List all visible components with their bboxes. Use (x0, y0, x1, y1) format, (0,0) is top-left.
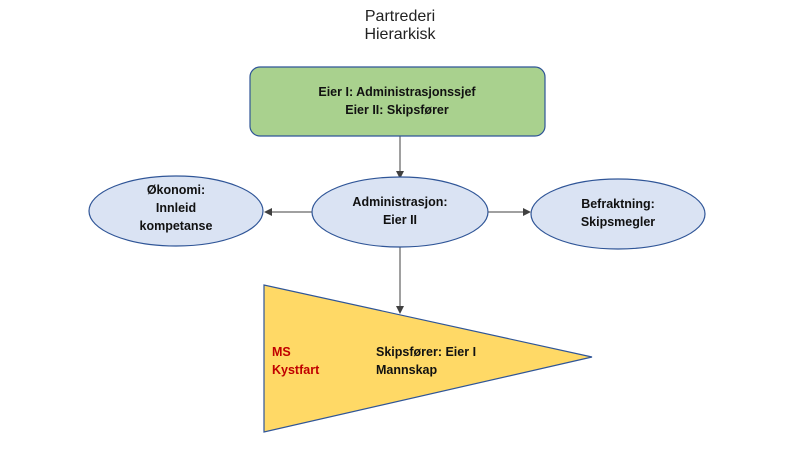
ship-triangle: MS Kystfart Skipsfører: Eier I Mannskap (263, 284, 593, 433)
ship-crew-line-1: Skipsfører: Eier I (376, 345, 476, 359)
administration-line-2: Eier II (383, 213, 417, 227)
owners-box: Eier I: Administrasjonssjef Eier II: Ski… (249, 66, 546, 137)
chartering-line-1: Befraktning: (581, 197, 655, 211)
owners-line-2: Eier II: Skipsfører (345, 103, 449, 117)
chartering-line-2: Skipsmegler (581, 215, 655, 229)
economy-ellipse: Økonomi: Innleid kompetanse (88, 175, 264, 247)
owners-line-1: Eier I: Administrasjonssjef (318, 85, 476, 99)
administration-ellipse: Administrasjon: Eier II (311, 176, 489, 248)
diagram-title-line-1: Partrederi (364, 8, 436, 25)
economy-line-3: kompetanse (140, 219, 213, 233)
ship-crew-line-2: Mannskap (376, 363, 437, 377)
economy-line-1: Økonomi: (147, 183, 205, 197)
ship-name-line-1: MS (272, 345, 291, 359)
ship-name-line-2: Kystfart (272, 363, 320, 377)
economy-line-2: Innleid (156, 201, 196, 215)
administration-line-1: Administrasjon: (352, 195, 447, 209)
chartering-ellipse: Befraktning: Skipsmegler (530, 178, 706, 250)
diagram-title-line-2: Hierarkisk (364, 26, 436, 43)
